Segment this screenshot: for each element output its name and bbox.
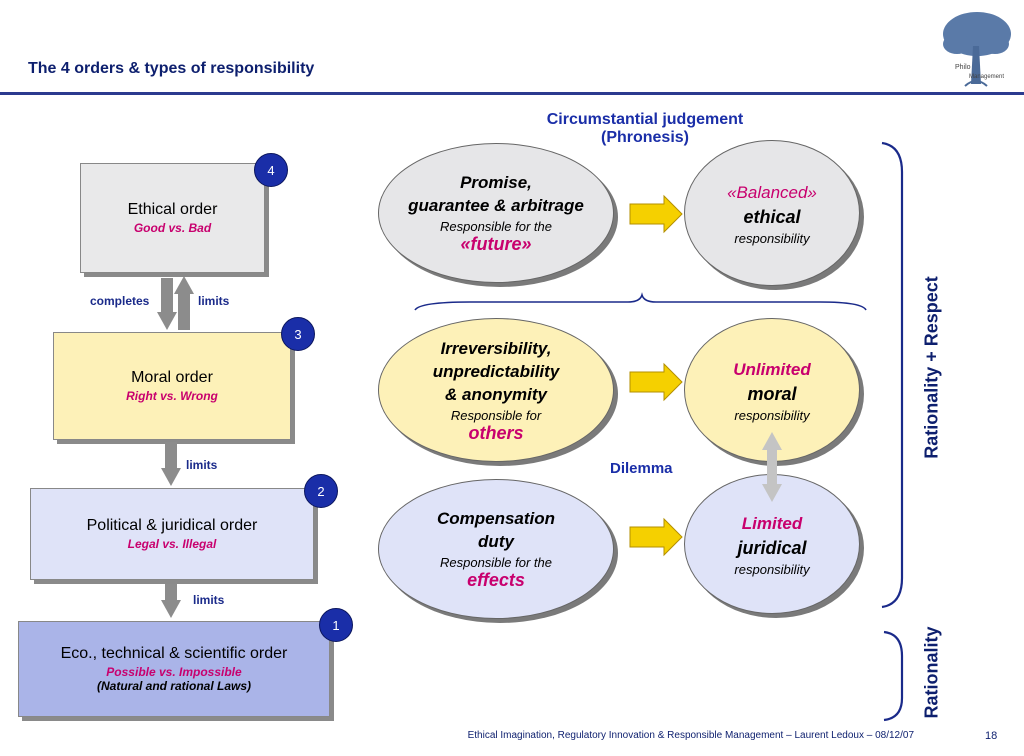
- eco-order-subtitle: Possible vs. Impossible: [106, 665, 242, 679]
- unlimited-moral-ellipse: Unlimited moral responsibility: [684, 318, 860, 462]
- page-title: The 4 orders & types of responsibility: [28, 60, 315, 77]
- ethical-order-box: Ethical order Good vs. Bad: [80, 163, 265, 273]
- compensation-ellipse: Compensation duty Responsible for the ef…: [378, 479, 614, 619]
- comp-sub: Responsible for the: [439, 555, 552, 570]
- balanced-ethical-ellipse: «Balanced» ethical responsibility: [684, 140, 860, 286]
- rationality-label: Rationality: [921, 626, 942, 719]
- right-bracket-lower: [883, 630, 904, 722]
- unlimited-line-1: Unlimited: [733, 359, 811, 379]
- limits-label-3: limits: [193, 593, 225, 607]
- arrow-right-icon: [629, 194, 683, 234]
- footer-text: Ethical Imagination, Regulatory Innovati…: [467, 730, 914, 741]
- irreversibility-ellipse: Irreversibility, unpredictability & anon…: [378, 318, 614, 462]
- horizontal-brace: [414, 292, 867, 311]
- limits-label-2: limits: [186, 458, 218, 472]
- irrev-head-3: & anonymity: [444, 384, 548, 404]
- eco-order-title: Eco., technical & scientific order: [60, 645, 288, 662]
- order-connector-arrows: [157, 276, 194, 618]
- completes-label: completes: [90, 294, 150, 308]
- unlimited-line-2: moral: [747, 383, 797, 404]
- rationality-respect-label: Rationality + Respect: [921, 276, 942, 459]
- order-number-badge-4: 4: [254, 153, 288, 187]
- irrev-head-1: Irreversibility,: [440, 338, 552, 358]
- political-juridical-order-box: Political & juridical order Legal vs. Il…: [30, 488, 314, 580]
- political-order-subtitle: Legal vs. Illegal: [127, 537, 217, 551]
- balanced-line-2: ethical: [743, 206, 801, 227]
- right-bracket-upper: [881, 141, 904, 609]
- eco-order-subtitle-2: (Natural and rational Laws): [96, 679, 252, 693]
- limited-line-2: juridical: [737, 537, 807, 558]
- heading-line-2: (Phronesis): [600, 129, 689, 146]
- title-divider: [0, 92, 1024, 95]
- double-arrow-icon: [762, 432, 782, 502]
- comp-head-1: Compensation: [436, 509, 556, 528]
- limited-line-3: responsibility: [734, 561, 810, 577]
- promise-sub: Responsible for the: [439, 219, 552, 234]
- promise-ellipse: Promise, guarantee & arbitrage Responsib…: [378, 143, 614, 283]
- limits-label-1: limits: [198, 294, 230, 308]
- promise-head-2: guarantee & arbitrage: [408, 196, 584, 215]
- irrev-head-2: unpredictability: [432, 361, 560, 381]
- eco-technical-order-box: Eco., technical & scientific order Possi…: [18, 621, 330, 717]
- irrev-sub: Responsible for: [450, 407, 542, 423]
- political-order-title: Political & juridical order: [86, 517, 258, 534]
- order-number-badge-1: 1: [319, 608, 353, 642]
- ethical-order-subtitle: Good vs. Bad: [133, 221, 212, 235]
- arrow-right-icon: [629, 517, 683, 557]
- promise-head-1: Promise,: [460, 173, 532, 192]
- order-number-badge-2: 2: [304, 474, 338, 508]
- balanced-line-3: responsibility: [734, 230, 810, 246]
- moral-order-subtitle: Right vs. Wrong: [126, 389, 218, 403]
- promise-key: «future»: [460, 234, 532, 254]
- moral-order-title: Moral order: [131, 369, 213, 386]
- logo-text-1: Philo: [955, 64, 971, 71]
- balanced-line-1: «Balanced»: [727, 182, 817, 202]
- moral-order-box: Moral order Right vs. Wrong: [53, 332, 291, 440]
- comp-key: effects: [467, 570, 525, 590]
- heading-line-1: Circumstantial judgement: [546, 111, 744, 128]
- arrow-right-icon: [629, 362, 683, 402]
- page-number: 18: [985, 730, 998, 742]
- logo-text-2: Management: [969, 74, 1005, 80]
- comp-head-2: duty: [478, 532, 514, 551]
- ethical-order-title: Ethical order: [127, 201, 218, 218]
- dilemma-label: Dilemma: [610, 460, 673, 477]
- order-number-badge-3: 3: [281, 317, 315, 351]
- circumstantial-judgement-heading: Circumstantial judgement (Phronesis): [510, 111, 780, 147]
- irrev-key: others: [468, 422, 524, 443]
- unlimited-line-3: responsibility: [734, 407, 810, 423]
- limited-line-1: Limited: [741, 513, 803, 533]
- tree-logo: Philo Management: [935, 6, 1015, 91]
